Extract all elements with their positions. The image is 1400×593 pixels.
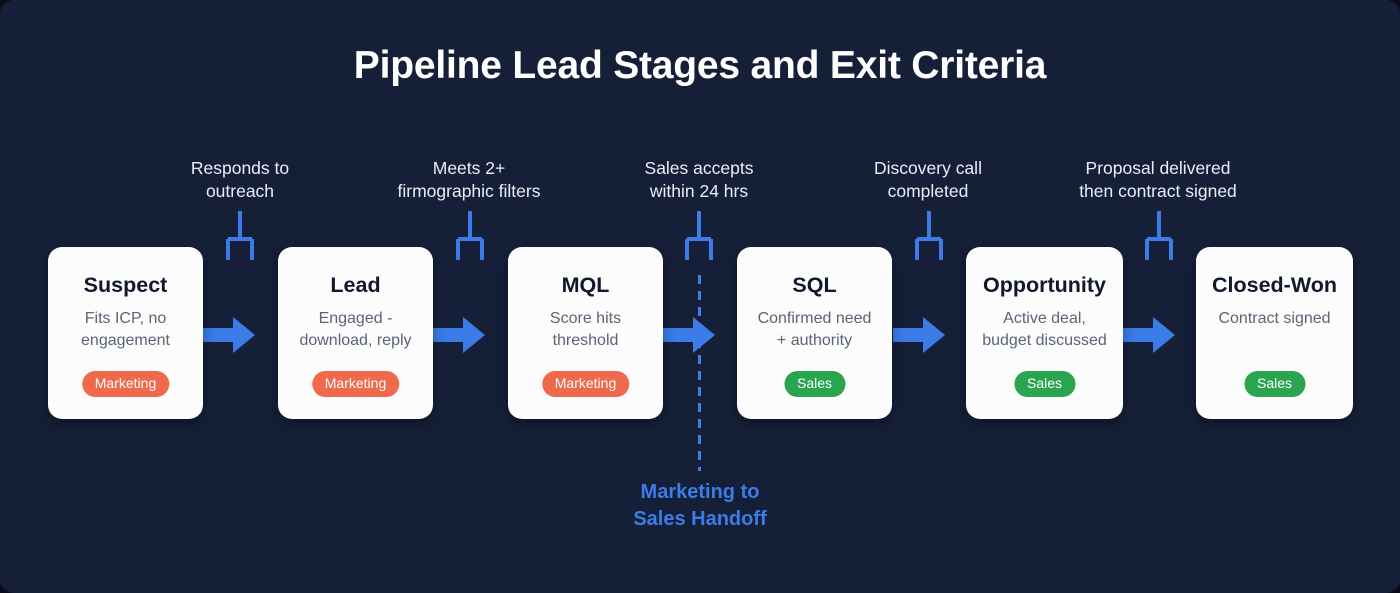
owner-badge: Marketing — [81, 371, 170, 397]
exit-criteria-2-line2: firmographic filters — [397, 181, 541, 201]
handoff-label: Marketing to Sales Handoff — [560, 479, 840, 533]
exit-criteria-5-line1: Proposal delivered — [1085, 158, 1231, 178]
owner-badge: Sales — [1013, 371, 1076, 397]
exit-criteria-label-4: Discovery call completed — [818, 157, 1038, 203]
owner-badge: Marketing — [541, 371, 630, 397]
dashed-divider-icon — [698, 275, 701, 471]
exit-criteria-4-line1: Discovery call — [874, 158, 982, 178]
right-arrow-icon-3 — [663, 317, 715, 353]
stage-description: Fits ICP, no engagement — [73, 308, 178, 352]
stage-card-mql[interactable]: MQL Score hits threshold Marketing — [508, 247, 663, 419]
right-arrow-icon-5 — [1123, 317, 1175, 353]
exit-criteria-label-3: Sales accepts within 24 hrs — [589, 157, 809, 203]
stage-card-sql[interactable]: SQL Confirmed need + authority Sales — [737, 247, 892, 419]
exit-criteria-3-line2: within 24 hrs — [649, 181, 749, 201]
exit-criteria-1-line1: Responds to — [190, 158, 290, 178]
stage-description: Active deal, budget discussed — [974, 308, 1115, 352]
stage-card-closed-won[interactable]: Closed-Won Contract signed Sales — [1196, 247, 1353, 419]
stage-description: Engaged - download, reply — [291, 308, 419, 352]
stage-title: Opportunity — [982, 273, 1106, 297]
exit-criteria-4-line2: completed — [887, 181, 969, 201]
owner-badge: Marketing — [311, 371, 400, 397]
stage-desc-line2: download, reply — [299, 332, 412, 349]
handoff-line1: Marketing to — [640, 481, 760, 503]
stage-desc-line1: Contract signed — [1218, 310, 1331, 327]
exit-criteria-label-5: Proposal delivered then contract signed — [1048, 157, 1268, 203]
right-arrow-icon-4 — [893, 317, 945, 353]
stage-description: Score hits threshold — [542, 308, 629, 352]
stage-desc-line1: Engaged - — [318, 310, 393, 327]
stage-desc-line2: engagement — [81, 332, 170, 349]
owner-badge: Sales — [783, 371, 846, 397]
fork-connector-icon-1 — [222, 211, 258, 260]
fork-connector-icon-3 — [681, 211, 717, 260]
fork-connector-icon-5 — [1141, 211, 1177, 260]
exit-criteria-label-1: Responds to outreach — [130, 157, 350, 203]
stage-title: SQL — [792, 273, 837, 297]
stage-desc-line1: Confirmed need — [757, 310, 872, 327]
exit-criteria-label-2: Meets 2+ firmographic filters — [359, 157, 579, 203]
stage-title: Closed-Won — [1211, 273, 1337, 297]
stage-title: Lead — [330, 273, 381, 297]
right-arrow-icon-2 — [433, 317, 485, 353]
stage-description: Confirmed need + authority — [750, 308, 880, 352]
fork-connector-icon-4 — [911, 211, 947, 260]
stage-card-opportunity[interactable]: Opportunity Active deal, budget discusse… — [966, 247, 1123, 419]
owner-badge: Sales — [1243, 371, 1306, 397]
fork-connector-icon-2 — [452, 211, 488, 260]
exit-criteria-1-line2: outreach — [205, 181, 275, 201]
stage-title: MQL — [561, 273, 610, 297]
stage-title: Suspect — [83, 273, 168, 297]
stage-desc-line1: Active deal, — [1003, 310, 1086, 327]
stage-description: Contract signed — [1210, 308, 1338, 330]
right-arrow-icon-1 — [203, 317, 255, 353]
stage-card-suspect[interactable]: Suspect Fits ICP, no engagement Marketin… — [48, 247, 203, 419]
exit-criteria-2-line1: Meets 2+ — [432, 158, 506, 178]
stage-desc-line1: Score hits — [549, 310, 622, 327]
stage-desc-line1: Fits ICP, no — [84, 310, 167, 327]
exit-criteria-5-line2: then contract signed — [1079, 181, 1237, 201]
handoff-line2: Sales Handoff — [633, 508, 767, 530]
exit-criteria-3-line1: Sales accepts — [644, 158, 754, 178]
stage-card-lead[interactable]: Lead Engaged - download, reply Marketing — [278, 247, 433, 419]
stage-desc-line2: budget discussed — [982, 332, 1107, 349]
stage-desc-line2: + authority — [776, 332, 853, 349]
page-title: Pipeline Lead Stages and Exit Criteria — [353, 44, 1047, 87]
stage-desc-line2: threshold — [552, 332, 619, 349]
